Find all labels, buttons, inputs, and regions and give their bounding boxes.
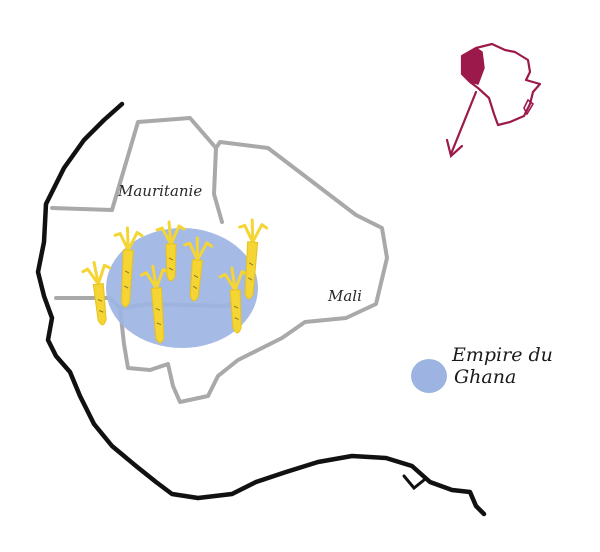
gold-nugget-icon [183, 236, 214, 302]
legend-label-line1: Empire du [452, 344, 553, 366]
gold-nugget-icon [238, 218, 269, 300]
africa-inset [445, 42, 542, 159]
empire-area [106, 228, 258, 348]
gold-nugget-icon [81, 260, 112, 326]
label-mauritania: Mauritanie [117, 182, 202, 200]
gold-icons [81, 218, 269, 344]
legend-label: Empire du Ghana [452, 344, 572, 388]
gold-nugget-icon [155, 220, 186, 282]
africa-outline [460, 42, 542, 127]
madagascar-outline [523, 98, 535, 116]
legend-swatch [411, 359, 447, 393]
gold-nugget-icon [139, 264, 170, 344]
gold-nugget-icon [218, 266, 249, 334]
coastline-detail [402, 474, 426, 491]
gold-nugget-icon [113, 226, 144, 308]
label-mali: Mali [327, 287, 362, 305]
arrow-icon [445, 90, 478, 159]
legend-label-line2: Ghana [454, 366, 517, 388]
coastline [35, 101, 487, 517]
west-africa-highlight [461, 47, 485, 85]
